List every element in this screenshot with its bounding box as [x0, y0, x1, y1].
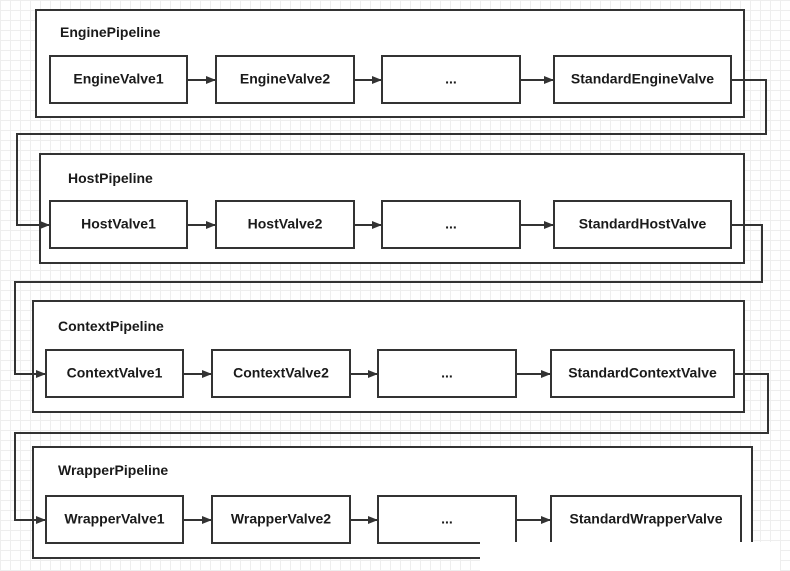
host-valve-ellipsis-label: ...: [445, 216, 457, 232]
host-valve-1-label: HostValve1: [81, 216, 156, 232]
context-valve-ellipsis-label: ...: [441, 365, 453, 381]
engine-valve-2-label: EngineValve2: [240, 71, 330, 87]
standard-host-valve-box[interactable]: [553, 200, 732, 249]
host-pipeline-title: HostPipeline: [68, 170, 153, 186]
host-valve-2-box[interactable]: [215, 200, 355, 249]
wrapper-valve-1-label: WrapperValve1: [64, 511, 164, 527]
wrapper-pipeline: WrapperPipeline WrapperValve1 WrapperVal…: [32, 446, 753, 559]
context-valve-2-label: ContextValve2: [233, 365, 329, 381]
engine-valve-ellipsis-label: ...: [445, 71, 457, 87]
wrapper-pipeline-title: WrapperPipeline: [58, 462, 168, 478]
host-valve-ellipsis-box[interactable]: [381, 200, 521, 249]
standard-engine-valve-box[interactable]: [553, 55, 732, 104]
engine-pipeline: EnginePipeline EngineValve1 EngineValve2…: [35, 9, 745, 118]
engine-pipeline-title: EnginePipeline: [60, 24, 161, 40]
engine-valve-1-label: EngineValve1: [73, 71, 163, 87]
host-pipeline: HostPipeline HostValve1 HostValve2 ... S…: [39, 153, 745, 264]
wrapper-valve-2-label: WrapperValve2: [231, 511, 331, 527]
host-to-context-connector: [14, 224, 763, 378]
context-valve-1-label: ContextValve1: [67, 365, 163, 381]
context-valve-ellipsis-box[interactable]: [377, 349, 517, 398]
engine-valve-2-box[interactable]: [215, 55, 355, 104]
standard-context-valve-label: StandardContextValve: [568, 365, 717, 381]
context-valve-1-box[interactable]: [45, 349, 184, 398]
host-valve-2-label: HostValve2: [248, 216, 323, 232]
standard-host-valve-label: StandardHostValve: [579, 216, 707, 232]
context-pipeline: ContextPipeline ContextValve1 ContextVal…: [32, 300, 745, 413]
wrapper-valve-1-box[interactable]: [45, 495, 184, 544]
wrapper-valve-2-box[interactable]: [211, 495, 351, 544]
standard-engine-valve-label: StandardEngineValve: [571, 71, 714, 87]
context-to-wrapper-connector: [14, 373, 769, 524]
engine-valve-1-box[interactable]: [49, 55, 188, 104]
context-valve-2-box[interactable]: [211, 349, 351, 398]
bottom-edge-fade: [480, 542, 780, 571]
standard-wrapper-valve-label: StandardWrapperValve: [569, 511, 722, 527]
context-pipeline-title: ContextPipeline: [58, 318, 164, 334]
engine-to-host-connector: [16, 79, 767, 229]
wrapper-valve-ellipsis-label: ...: [441, 511, 453, 527]
